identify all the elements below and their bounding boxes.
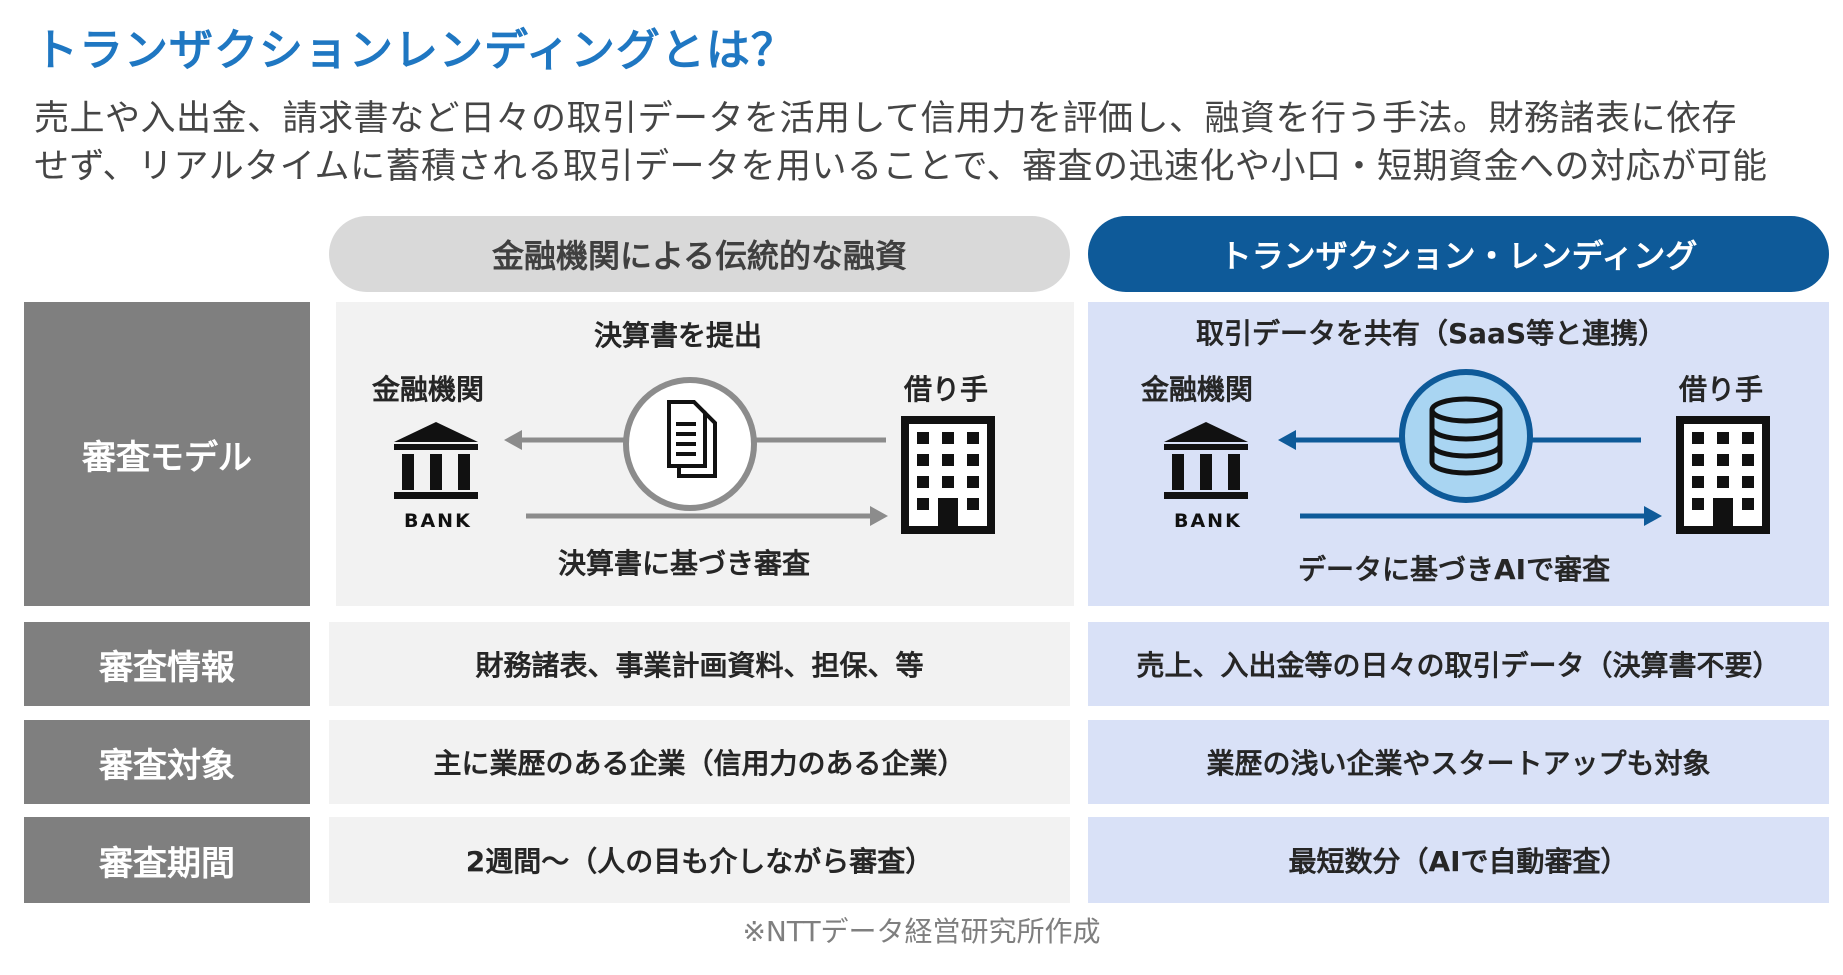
- cell-period-traditional: 2週間～（人の目も介しながら審査）: [329, 817, 1070, 903]
- model-diagram-traditional: 決算書を提出 金融機関 借り手 BANK: [336, 302, 1074, 606]
- cell-target-traditional: 主に業歴のある企業（信用力のある企業）: [329, 720, 1070, 804]
- cell-info-transaction-lending: 売上、入出金等の日々の取引データ（決算書不要）: [1088, 622, 1829, 706]
- tl-bottom-label: データに基づきAIで審査: [1298, 553, 1611, 586]
- bank-label: BANK: [404, 510, 472, 532]
- subtitle-line-2: せず、リアルタイムに蓄積される取引データを用いることで、審査の迅速化や小口・短期…: [34, 147, 1768, 187]
- arrow-head-left: [1278, 430, 1296, 450]
- document-icon: [667, 400, 717, 478]
- arrow-head-right: [1644, 506, 1662, 526]
- building-icon: [1676, 416, 1770, 534]
- row-label-info: 審査情報: [24, 622, 310, 706]
- traditional-top-label: 決算書を提出: [594, 319, 763, 352]
- column-header-transaction-lending: トランザクション・レンディング: [1088, 216, 1829, 292]
- tl-top-label: 取引データを共有（SaaS等と連携）: [1196, 317, 1667, 350]
- row-label-period: 審査期間: [24, 817, 310, 903]
- subtitle-line-1: 売上や入出金、請求書など日々の取引データを活用して信用力を評価し、融資を行う手法…: [34, 99, 1737, 139]
- arrow-head-right: [870, 506, 888, 526]
- bank-label: BANK: [1174, 510, 1242, 532]
- cell-period-transaction-lending: 最短数分（AIで自動審査）: [1088, 817, 1829, 903]
- tl-left-party: 金融機関: [1141, 373, 1254, 406]
- arrow-head-left: [504, 430, 522, 450]
- tl-right-party: 借り手: [1679, 373, 1764, 406]
- row-label-model: 審査モデル: [24, 302, 310, 606]
- bank-icon: [1164, 422, 1248, 499]
- tl-arrows: [1278, 369, 1662, 526]
- traditional-bottom-label: 決算書に基づき審査: [558, 547, 811, 580]
- database-icon: [1429, 396, 1503, 476]
- cell-info-traditional: 財務諸表、事業計画資料、担保、等: [329, 622, 1070, 706]
- footnote: ※NTTデータ経営研究所作成: [742, 915, 1101, 948]
- bank-icon: [394, 422, 478, 499]
- database-icon-circle: [1399, 369, 1533, 503]
- traditional-right-party: 借り手: [904, 373, 989, 406]
- traditional-left-party: 金融機関: [372, 373, 485, 406]
- page-title: トランザクションレンディングとは？: [34, 25, 796, 76]
- traditional-arrows: [504, 377, 888, 526]
- column-header-traditional: 金融機関による伝統的な融資: [329, 216, 1070, 292]
- building-icon: [901, 416, 995, 534]
- row-label-target: 審査対象: [24, 720, 310, 804]
- model-diagram-transaction-lending: 取引データを共有（SaaS等と連携） 金融機関 借り手 BANK: [1088, 302, 1829, 606]
- cell-target-transaction-lending: 業歴の浅い企業やスタートアップも対象: [1088, 720, 1829, 804]
